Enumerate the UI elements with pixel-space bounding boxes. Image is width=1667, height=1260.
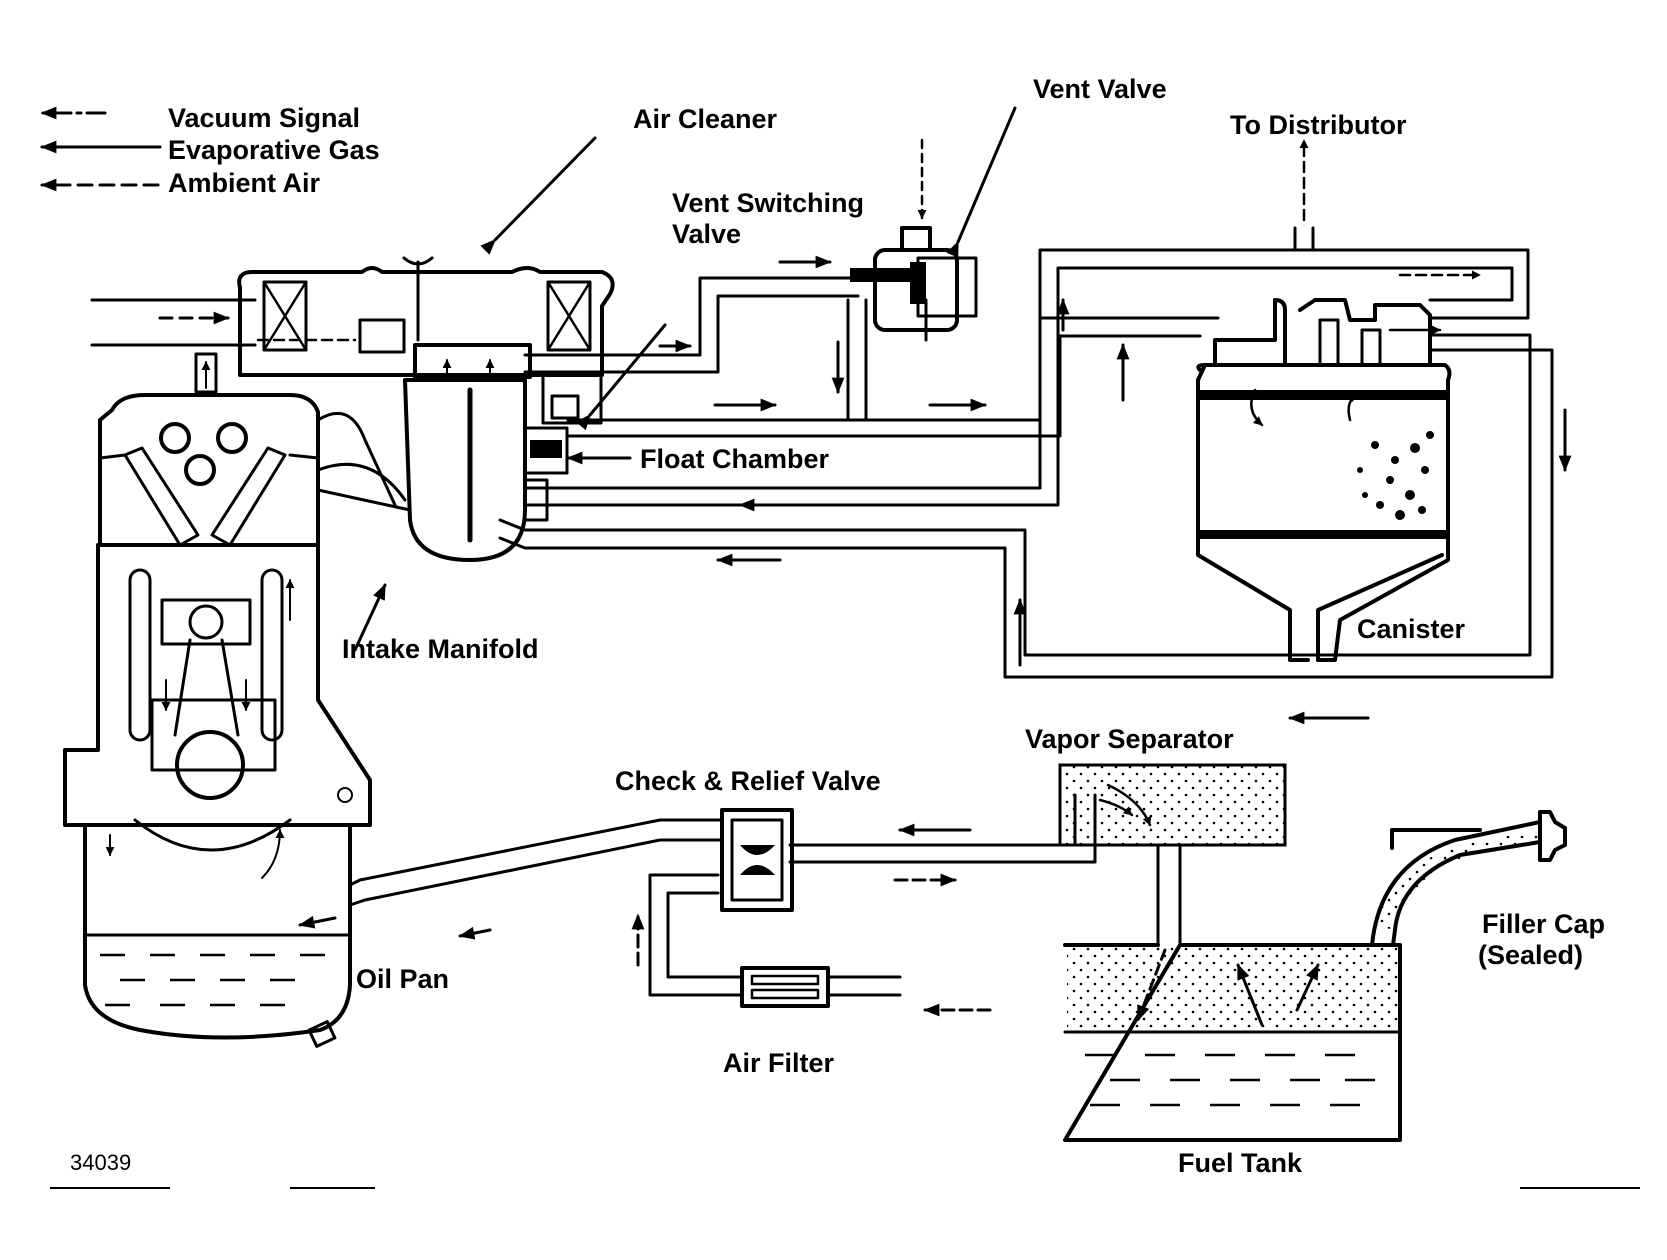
filler-cap-label-line2: (Sealed) — [1478, 940, 1583, 970]
vent-valve-leader — [946, 106, 1017, 258]
float-chamber-label: Float Chamber — [640, 444, 830, 474]
oil-pan-label: Oil Pan — [356, 964, 449, 994]
figure-number: 34039 — [70, 1150, 131, 1175]
air-filter — [740, 966, 830, 1008]
engine — [63, 393, 412, 1048]
carburetor — [403, 343, 603, 562]
vent-switching-leader — [575, 323, 667, 431]
air-cleaner-label: Air Cleaner — [633, 104, 778, 134]
vent-switching-valve-label-line2: Valve — [672, 219, 741, 249]
legend-vacuum-signal: Vacuum Signal — [168, 103, 360, 133]
filler-cap-label-line1: Filler Cap — [1482, 909, 1605, 939]
air-cleaner — [90, 256, 615, 394]
to-distributor-label: To Distributor — [1230, 110, 1407, 140]
flow-arrows — [298, 255, 1572, 1017]
vent-switching-valve-label-line1: Vent Switching — [672, 188, 864, 218]
vent-valve-label: Vent Valve — [1033, 74, 1167, 104]
air-cleaner-leader — [480, 136, 597, 255]
fuel-tank-label: Fuel Tank — [1178, 1148, 1303, 1178]
legend-evaporative-gas: Evaporative Gas — [168, 135, 380, 165]
vapor-separator — [1058, 763, 1287, 947]
legend: Vacuum Signal Evaporative Gas Ambient Ai… — [40, 103, 380, 198]
canister-label: Canister — [1357, 614, 1466, 644]
legend-ambient-air: Ambient Air — [168, 168, 320, 198]
check-relief-valve-label: Check & Relief Valve — [615, 766, 881, 796]
intake-manifold-leader — [353, 583, 387, 652]
check-relief-valve — [720, 808, 794, 912]
air-filter-label: Air Filter — [723, 1048, 835, 1078]
vapor-separator-label: Vapor Separator — [1025, 724, 1234, 754]
canister — [1196, 298, 1452, 662]
vent-valve — [850, 138, 978, 342]
intake-manifold-label: Intake Manifold — [342, 634, 539, 664]
fuel-tank — [1063, 810, 1567, 1142]
labels: Air Cleaner Vent Valve To Distributor Ve… — [70, 74, 1605, 1178]
